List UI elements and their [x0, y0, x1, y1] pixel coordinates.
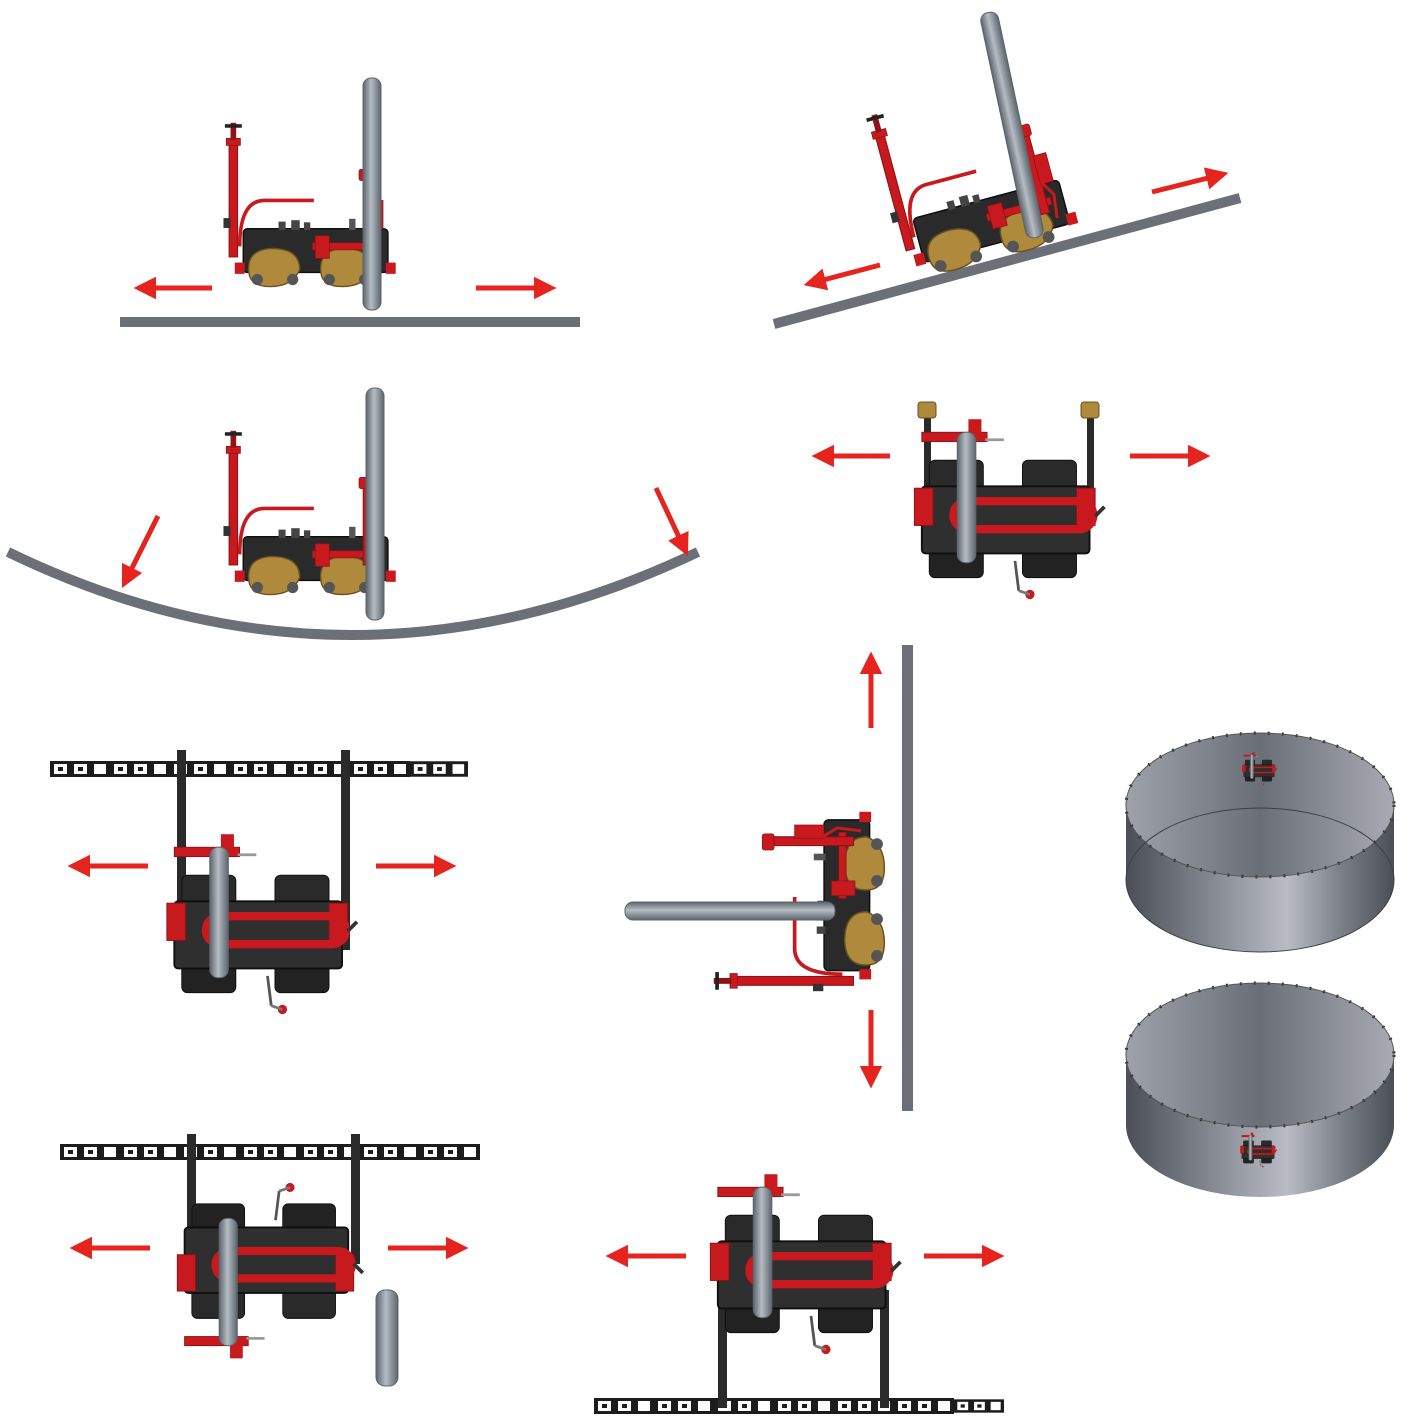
- rack-segment: [350, 761, 410, 777]
- arrow-up-slope: [1151, 167, 1229, 195]
- rack-segment: [894, 1398, 954, 1414]
- top-carriage: [177, 1183, 362, 1358]
- rack-segment: [60, 1144, 120, 1160]
- panel-horizontal-top-view: [811, 401, 1211, 599]
- rack-segment: [654, 1398, 714, 1414]
- top-carriage: [914, 419, 1104, 599]
- rack-rail: [60, 1144, 480, 1160]
- rack-segment: [420, 1144, 480, 1160]
- side-carriage: [714, 812, 885, 991]
- curved-track-rail: [5, 547, 701, 640]
- rack-segment: [594, 1398, 654, 1414]
- panel-curved-track: [5, 387, 701, 640]
- ring-tank-upper: [1124, 731, 1396, 953]
- rack-segment: [410, 761, 468, 777]
- stand-post-left: [718, 1290, 727, 1408]
- panel-overhead-rack-left: [50, 750, 468, 1014]
- panel-vertical-track: [624, 645, 913, 1111]
- hanger-post-left: [187, 1134, 196, 1264]
- rack-segment: [360, 1144, 420, 1160]
- flat-track-rail: [120, 317, 580, 327]
- torch-column: [980, 11, 1044, 239]
- rack-rail: [50, 761, 468, 777]
- arrow-curve-left: [121, 514, 161, 589]
- panel-floor-rack: [594, 1174, 1005, 1414]
- top-carriage: [710, 1174, 900, 1354]
- torch-column: [375, 1289, 399, 1387]
- torch-column: [362, 77, 382, 311]
- arrow-curve-right: [653, 486, 689, 557]
- stand-post-right: [880, 1290, 889, 1408]
- torch-column: [624, 901, 836, 921]
- hanger-post-right: [341, 750, 350, 950]
- rack-segment: [240, 1144, 300, 1160]
- rack-segment: [774, 1398, 834, 1414]
- rack-segment: [110, 761, 170, 777]
- rack-segment: [120, 1144, 180, 1160]
- ring-tank-lower: [1124, 981, 1396, 1197]
- panel-ring-tanks: [1124, 731, 1396, 1197]
- torch-column: [365, 387, 385, 621]
- panel-inclined-track: [772, 11, 1242, 329]
- rack-segment: [230, 761, 290, 777]
- vertical-track-rail: [902, 645, 913, 1111]
- top-carriage: [167, 834, 357, 1014]
- rack-rail: [594, 1398, 1004, 1414]
- panel-flat-track: [120, 77, 580, 327]
- inclined-track-rail: [772, 193, 1242, 329]
- arrow-down-slope: [803, 262, 881, 291]
- panel-overhead-rack-inverted: [60, 1134, 480, 1387]
- rack-segment: [50, 761, 110, 777]
- rack-segment: [954, 1399, 1004, 1413]
- hanger-post-right: [351, 1134, 360, 1264]
